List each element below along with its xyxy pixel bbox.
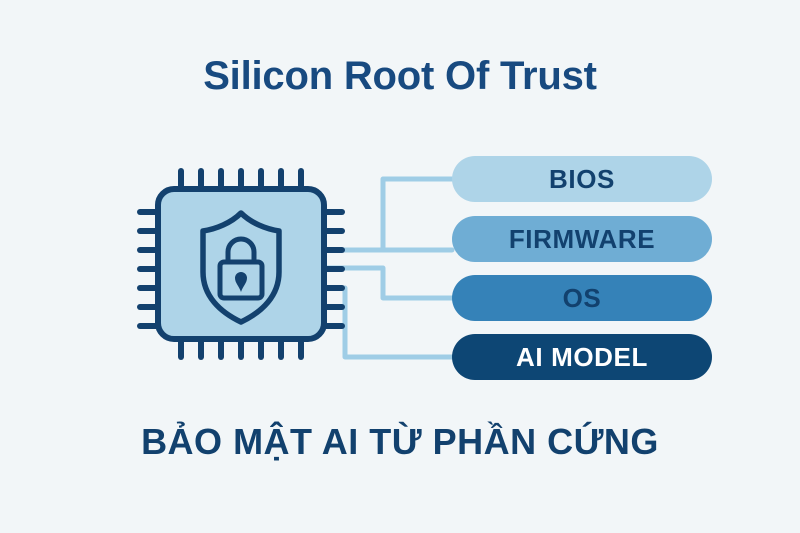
padlock-icon [217,259,265,301]
layer-pill-bios-label: BIOS [549,164,615,194]
layer-pill-firmware[interactable]: FIRMWARE [452,216,712,262]
layer-pill-ai-model[interactable]: AI MODEL [452,334,712,380]
layer-pill-os[interactable]: OS [452,275,712,321]
layer-pill-firmware-label: FIRMWARE [508,224,656,254]
padlock-shackle-icon [225,236,257,265]
connector-line-os [303,265,455,301]
secure-chip-icon [137,168,345,360]
layer-pill-bios[interactable]: BIOS [452,156,712,202]
shield-icon [200,210,282,325]
layer-pill-ai-model-label: AI MODEL [516,342,648,372]
page-subtitle: BẢO MẬT AI TỪ PHẦN CỨNG [141,421,659,462]
padlock-keyhole-icon [235,272,247,292]
page-title: Silicon Root Of Trust [203,54,597,98]
layer-pill-os-label: OS [562,283,602,313]
